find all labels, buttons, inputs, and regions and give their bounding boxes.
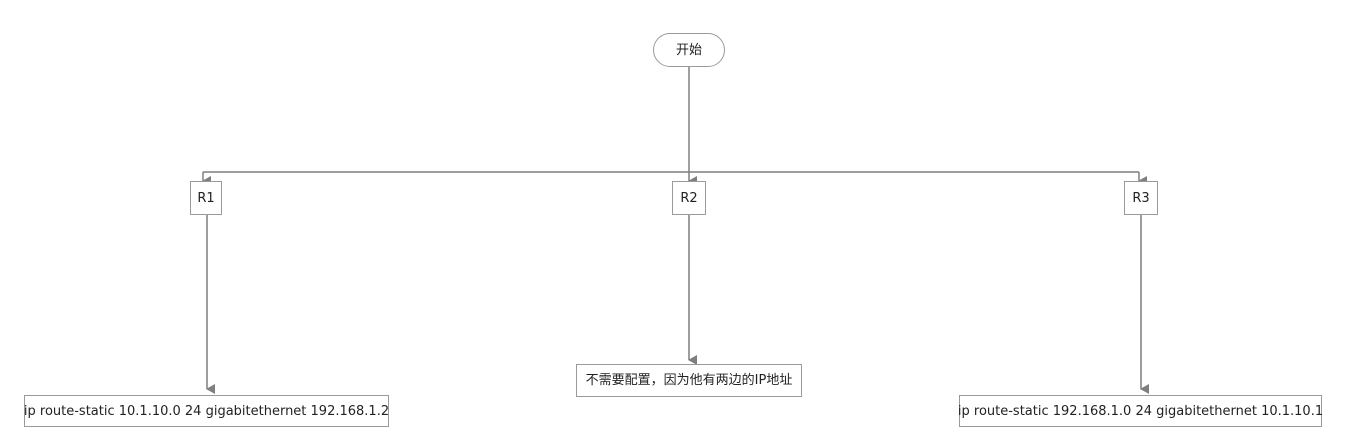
- router-r2-label: R2: [680, 190, 698, 206]
- config-r1-node[interactable]: ip route-static 10.1.10.0 24 gigabitethe…: [24, 395, 389, 427]
- config-r1-label: ip route-static 10.1.10.0 24 gigabitethe…: [23, 403, 390, 419]
- config-r2-node[interactable]: 不需要配置，因为他有两边的IP地址: [576, 364, 802, 397]
- config-r3-label: ip route-static 192.168.1.0 24 gigabitet…: [957, 403, 1324, 419]
- router-r3-label: R3: [1132, 190, 1150, 206]
- start-node-label: 开始: [675, 42, 702, 58]
- start-node[interactable]: 开始: [653, 33, 725, 67]
- router-r3-node[interactable]: R3: [1124, 181, 1158, 215]
- router-r1-label: R1: [197, 190, 215, 206]
- router-r2-node[interactable]: R2: [672, 181, 706, 215]
- config-r3-node[interactable]: ip route-static 192.168.1.0 24 gigabitet…: [957, 395, 1324, 427]
- config-r2-label: 不需要配置，因为他有两边的IP地址: [585, 373, 793, 388]
- router-r1-node[interactable]: R1: [190, 181, 222, 215]
